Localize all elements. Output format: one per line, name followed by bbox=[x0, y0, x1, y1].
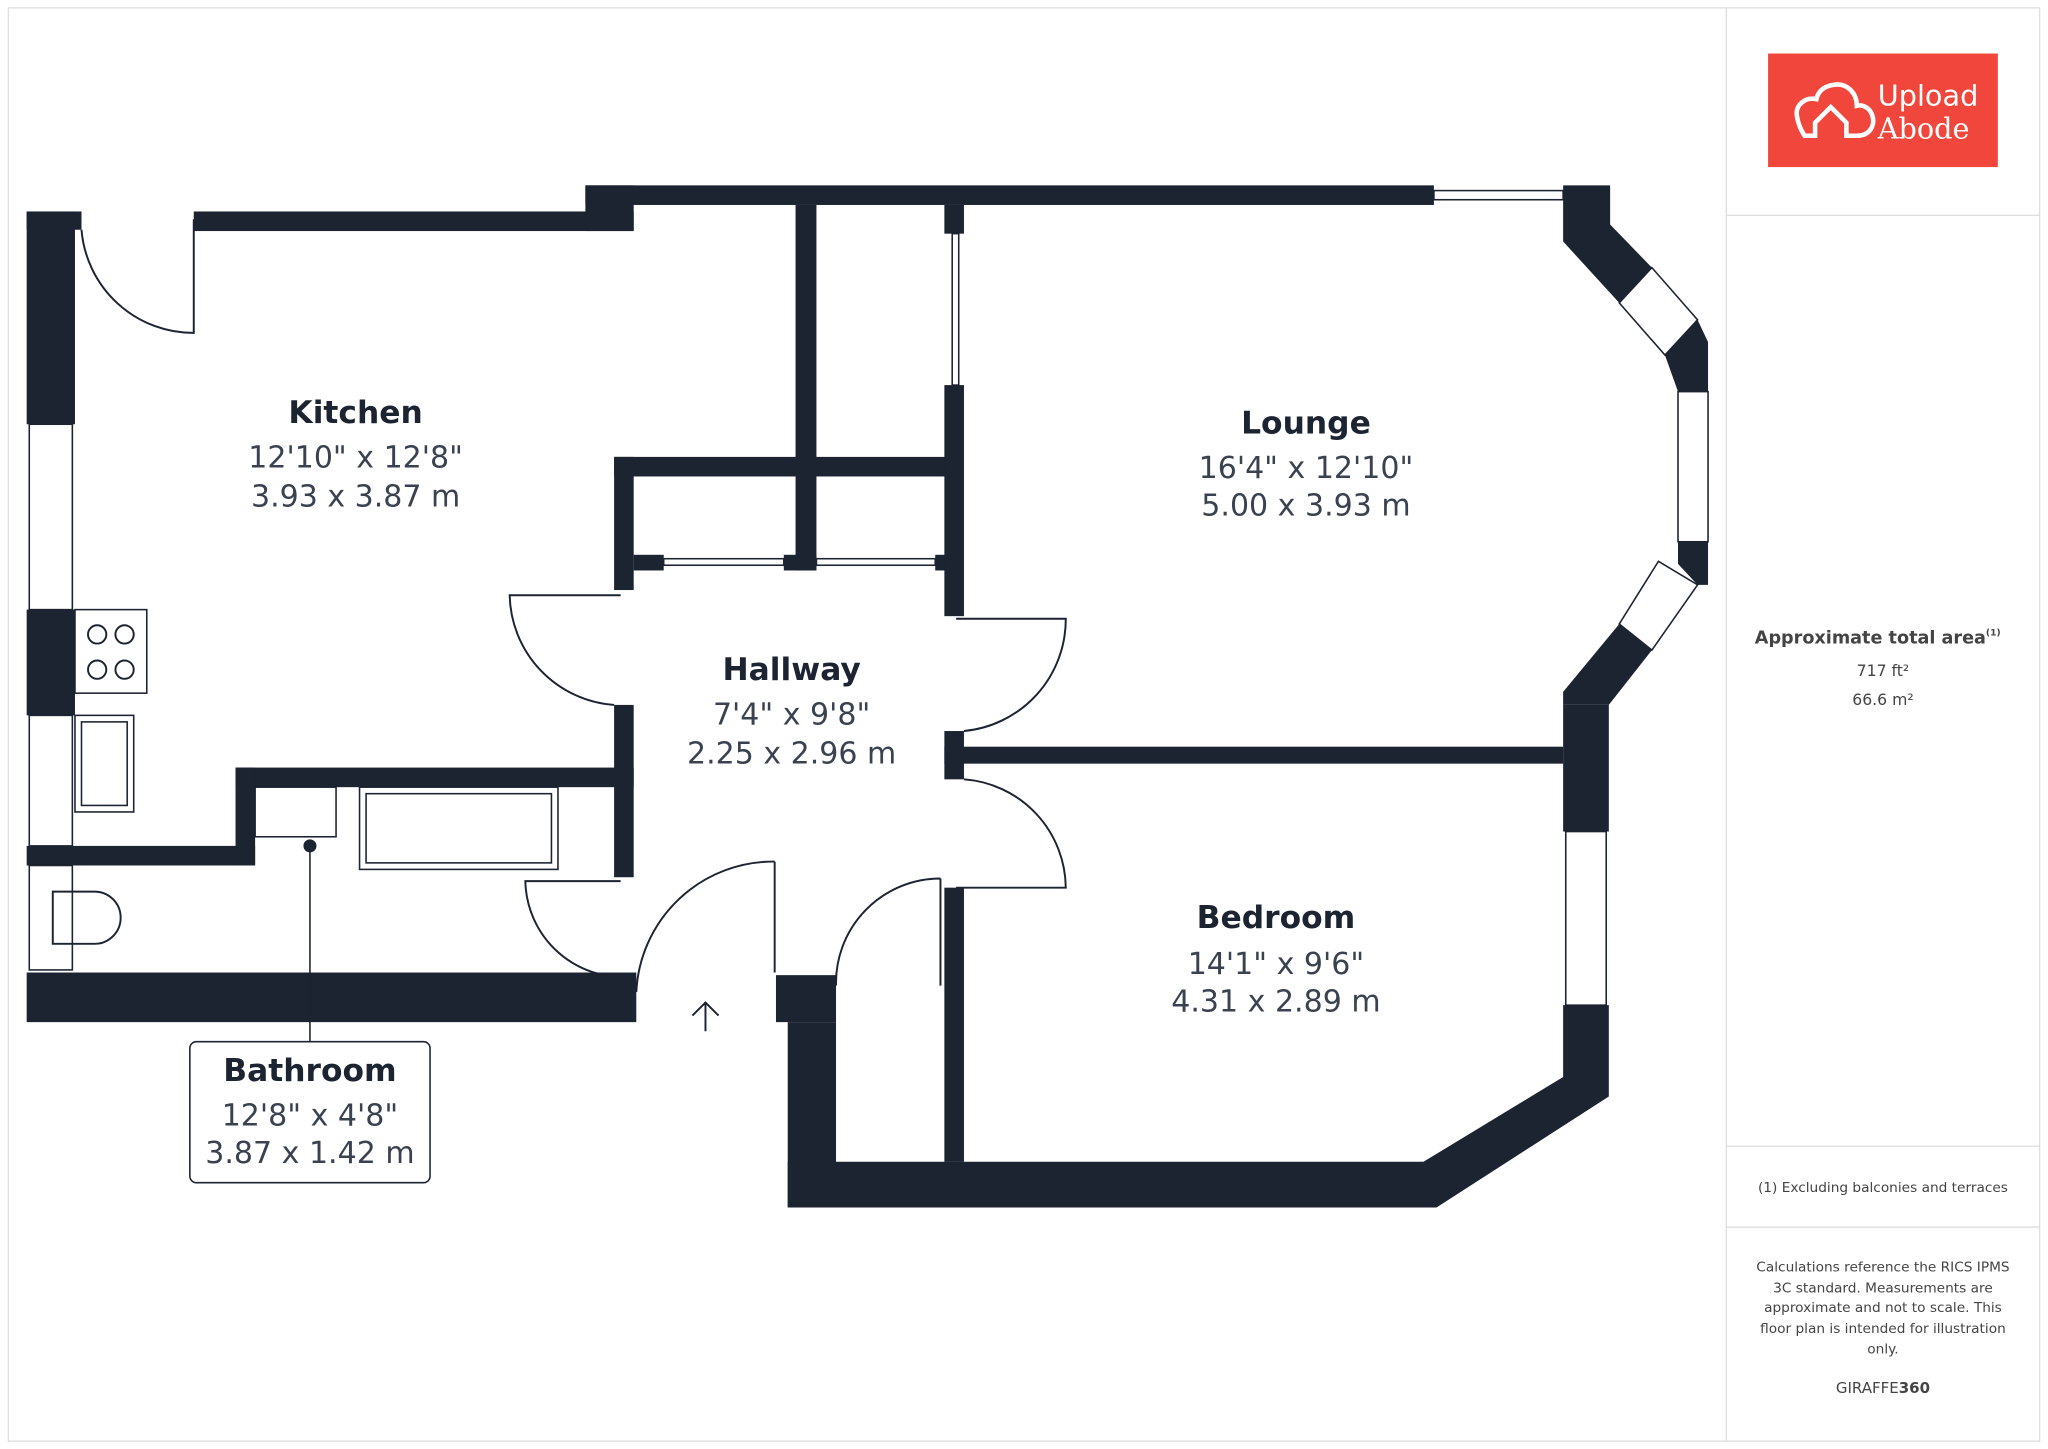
room-hallway: Hallway 7'4" x 9'8" 2.25 x 2.96 m bbox=[687, 652, 896, 772]
hob-icon bbox=[74, 608, 148, 694]
basin-icon bbox=[254, 786, 337, 838]
area-imperial: 717 ft² bbox=[1857, 661, 1910, 680]
room-dim-imperial: 14'1" x 9'6" bbox=[1188, 947, 1364, 982]
credit-b: 360 bbox=[1899, 1379, 1930, 1397]
page-border bbox=[7, 7, 2041, 1442]
room-dim-imperial: 7'4" x 9'8" bbox=[713, 698, 870, 733]
room-name: Hallway bbox=[722, 652, 860, 688]
credit-a: GIRAFFE bbox=[1836, 1379, 1899, 1397]
room-name: Kitchen bbox=[288, 395, 422, 431]
room-lounge: Lounge 16'4" x 12'10" 5.00 x 3.93 m bbox=[1199, 405, 1414, 523]
footnote: (1) Excluding balconies and terraces bbox=[1758, 1180, 2008, 1196]
entrance-arrow-icon bbox=[691, 1001, 720, 1032]
room-dim-imperial: 12'10" x 12'8" bbox=[248, 440, 463, 475]
room-name: Lounge bbox=[1241, 405, 1371, 441]
giraffe360-credit: GIRAFFE360 bbox=[1836, 1379, 1930, 1397]
room-name: Bedroom bbox=[1197, 900, 1356, 936]
walls bbox=[26, 185, 1709, 1208]
disclaimer-line: Calculations reference the RICS IPMS bbox=[1756, 1259, 2009, 1275]
fixtures bbox=[51, 608, 720, 1042]
toilet-icon bbox=[51, 890, 122, 945]
area-metric: 66.6 m² bbox=[1852, 690, 1913, 709]
room-dim-metric: 3.93 x 3.87 m bbox=[251, 479, 460, 514]
room-name: Bathroom bbox=[223, 1053, 396, 1089]
disclaimer-line: floor plan is intended for illustration bbox=[1760, 1321, 2006, 1337]
upload-abode-logo: Upload Abode bbox=[1768, 53, 1998, 168]
room-bathroom: Bathroom 12'8" x 4'8" 3.87 x 1.42 m bbox=[189, 1040, 431, 1184]
room-dim-metric: 4.31 x 2.89 m bbox=[1171, 985, 1380, 1020]
logo-text-abode: Abode bbox=[1877, 111, 1970, 145]
area-title: Approximate total area bbox=[1755, 629, 1986, 649]
room-dim-imperial: 16'4" x 12'10" bbox=[1199, 451, 1414, 486]
room-kitchen: Kitchen 12'10" x 12'8" 3.93 x 3.87 m bbox=[248, 395, 463, 515]
disclaimer-line: only. bbox=[1867, 1342, 1898, 1358]
logo-text-upload: Upload bbox=[1878, 79, 1979, 113]
room-dim-metric: 2.25 x 2.96 m bbox=[687, 737, 896, 772]
disclaimer-line: 3C standard. Measurements are bbox=[1773, 1280, 1993, 1296]
cloud-house-icon bbox=[1794, 82, 1876, 139]
disclaimer: Calculations reference the RICS IPMS 3C … bbox=[1756, 1259, 2009, 1357]
room-dim-metric: 3.87 x 1.42 m bbox=[205, 1136, 414, 1171]
footnote-mark: (1) bbox=[1986, 629, 2001, 639]
doors bbox=[80, 219, 1067, 993]
area-summary: Approximate total area(1) 717 ft² 66.6 m… bbox=[1755, 629, 2001, 709]
svg-text:Approximate total area(1): Approximate total area(1) bbox=[1755, 629, 2001, 649]
room-dim-imperial: 12'8" x 4'8" bbox=[222, 1098, 398, 1133]
room-dim-metric: 5.00 x 3.93 m bbox=[1201, 489, 1410, 524]
room-bedroom: Bedroom 14'1" x 9'6" 4.31 x 2.89 m bbox=[1171, 900, 1380, 1020]
disclaimer-line: approximate and not to scale. This bbox=[1764, 1300, 2002, 1316]
